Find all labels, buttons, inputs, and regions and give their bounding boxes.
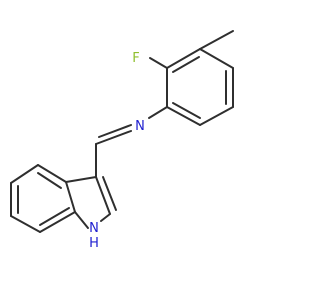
imine-bond-inner: [98, 124, 132, 138]
imine-bond-outer: [95, 130, 132, 145]
bond-n1-c7a: [74, 211, 89, 229]
bond-c6-c1-inner: [172, 102, 201, 119]
imine-nitrogen-label: N: [135, 119, 145, 134]
indole-hydrogen-label: H: [89, 236, 99, 251]
fluorine-label: F: [132, 51, 139, 66]
bond-c4-c5: [166, 48, 201, 69]
fluoro-bond: [149, 57, 168, 69]
indole-nitrogen-label: N: [89, 221, 99, 236]
bond-c7-c7a-inner: [39, 207, 70, 226]
bond-c6-c1: [166, 106, 201, 126]
bond-c4-c5-inner: [172, 56, 200, 73]
bond-c1-c2: [199, 106, 234, 126]
bond-c3a-c7a: [65, 181, 76, 213]
fluoro-methyl-phenyl-ring: [166, 48, 234, 126]
bond-c7-c7a: [39, 211, 76, 233]
bond-c2-n1: [100, 213, 111, 222]
aryl-nitrogen-bond: [148, 106, 168, 119]
bond-c3-c3a: [65, 176, 97, 183]
bond-c6-c7: [10, 215, 41, 233]
molecule-structure: F N N H: [10, 30, 234, 251]
bond-c3-c4: [199, 48, 234, 69]
bond-c3-c2: [95, 176, 111, 215]
bond-c3a-c4: [37, 164, 67, 183]
molecule-canvas: F N N H: [10, 30, 234, 251]
imine-double-bond: [95, 124, 132, 145]
indole-ring: [10, 164, 117, 233]
bond-c4-c5: [10, 164, 39, 184]
bond-c3-c2-inner: [102, 176, 117, 211]
methyl-bond: [199, 30, 234, 50]
bond-c3a-c4-inner: [37, 172, 62, 189]
